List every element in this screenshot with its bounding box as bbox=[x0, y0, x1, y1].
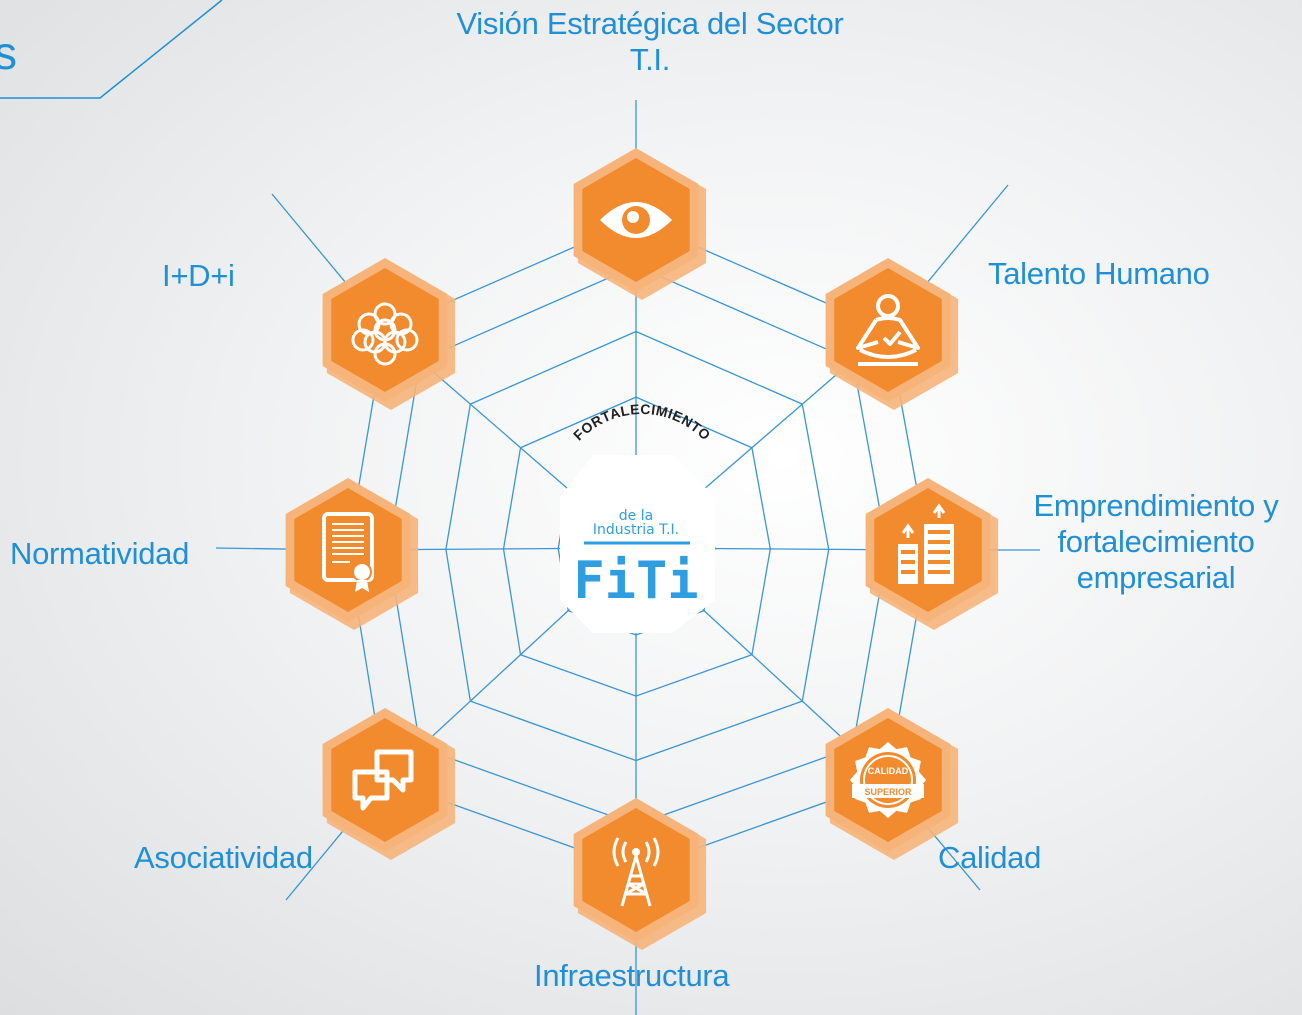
hex-node-vision bbox=[573, 148, 707, 300]
hexagon-nodes: CALIDAD SUPERIOR bbox=[285, 148, 999, 950]
label-vision-line1: Visión Estratégica del Sector bbox=[456, 6, 844, 41]
seal-text-bottom: SUPERIOR bbox=[864, 787, 912, 797]
eye-highlight bbox=[627, 211, 639, 223]
antenna-tower-icon bbox=[612, 837, 660, 907]
label-calidad: Calidad bbox=[938, 840, 1042, 875]
buildings-growth-icon bbox=[898, 503, 954, 584]
label-talento: Talento Humano bbox=[988, 256, 1210, 291]
hex-node-infraestructura bbox=[573, 798, 707, 950]
logo-arc-text: FORTALECIMIENTO bbox=[570, 401, 714, 444]
label-emprendimiento-line2: fortalecimiento bbox=[1057, 524, 1255, 559]
label-emprendimiento: Emprendimiento y fortalecimiento empresa… bbox=[1006, 488, 1302, 596]
hex-inner bbox=[331, 268, 439, 392]
label-normatividad: Normatividad bbox=[10, 536, 190, 571]
label-asociatividad: Asociatividad bbox=[134, 840, 313, 875]
hex-node-idi bbox=[322, 258, 456, 410]
hex-inner bbox=[294, 488, 402, 612]
label-idi: I+D+i bbox=[162, 258, 235, 293]
hex-node-calidad: CALIDAD SUPERIOR bbox=[825, 708, 959, 860]
label-infraestructura: Infraestructura bbox=[534, 958, 730, 993]
label-vision: Visión Estratégica del Sector T.I. bbox=[400, 6, 900, 78]
logo-line2: Industria T.I. bbox=[593, 522, 679, 538]
label-emprendimiento-line3: empresarial bbox=[1076, 560, 1236, 595]
hex-node-normatividad bbox=[285, 478, 419, 630]
molecule-cluster-icon bbox=[351, 302, 419, 366]
title-fragment: s bbox=[0, 27, 17, 79]
hex-node-asociatividad bbox=[322, 708, 456, 860]
person-meditating-icon bbox=[856, 294, 920, 366]
logo-brand: FiTi bbox=[573, 551, 698, 611]
quality-seal-icon: CALIDAD SUPERIOR bbox=[850, 742, 926, 818]
hex-node-talento bbox=[825, 258, 959, 410]
label-emprendimiento-line1: Emprendimiento y bbox=[1033, 488, 1279, 523]
label-vision-line2: T.I. bbox=[629, 42, 671, 77]
chat-bubbles-icon bbox=[352, 749, 414, 811]
center-logo: FORTALECIMIENTO de la Industria T.I. FiT… bbox=[560, 401, 715, 633]
hex-inner bbox=[834, 268, 942, 392]
logo-line1: de la bbox=[619, 508, 653, 524]
certificate-document-icon bbox=[322, 512, 374, 592]
seal-text-top: CALIDAD bbox=[868, 766, 909, 776]
hex-inner bbox=[582, 808, 690, 932]
eye-icon bbox=[600, 202, 672, 238]
hex-node-emprendimiento bbox=[865, 478, 999, 630]
corner-frame-line bbox=[0, 0, 223, 99]
